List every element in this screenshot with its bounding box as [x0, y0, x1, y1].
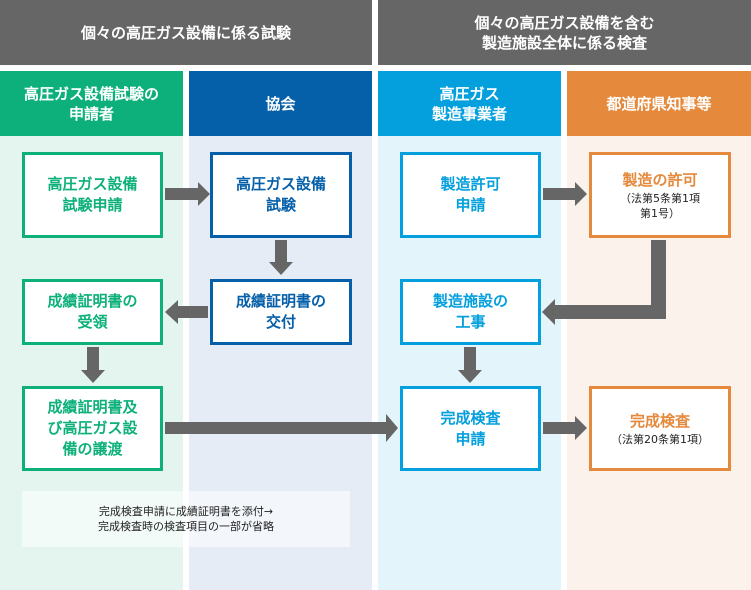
- note-box: 完成検査申請に成績証明書を添付→ 完成検査時の検査項目の一部が省略: [22, 491, 350, 547]
- box-completion-inspection-application: 完成検査 申請: [400, 386, 541, 471]
- box-equipment-test: 高圧ガス設備 試験: [210, 152, 352, 238]
- arrow-transfer-to-completion-application: [165, 414, 398, 442]
- box-title: 成績証明書の 交付: [235, 292, 326, 331]
- arrow-permit-to-construction: [542, 240, 666, 325]
- note-text: 完成検査申請に成績証明書を添付→ 完成検査時の検査項目の一部が省略: [98, 505, 274, 533]
- arrow-issue-to-receipt: [165, 300, 208, 324]
- box-subtitle: （法第5条第1項 第1号）: [620, 191, 700, 220]
- box-certificate-issue: 成績証明書の 交付: [210, 279, 352, 345]
- box-equipment-test-application: 高圧ガス設備 試験申請: [22, 152, 163, 238]
- top-header-facility-inspection: 個々の高圧ガス設備を含む 製造施設全体に係る検査: [378, 0, 751, 65]
- arrow-application-to-test: [165, 182, 210, 206]
- arrow-test-to-issue: [269, 240, 293, 275]
- box-certificate-receipt: 成績証明書の 受領: [22, 279, 163, 345]
- box-completion-inspection: 完成検査 （法第20条第1項）: [589, 386, 731, 471]
- column-header-manufacturer: 高圧ガス 製造事業者: [378, 71, 561, 136]
- box-subtitle: （法第20条第1項）: [611, 432, 709, 446]
- top-header-equipment-test: 個々の高圧ガス設備に係る試験: [0, 0, 372, 65]
- box-title: 成績証明書及 び高圧ガス設 備の譲渡: [47, 398, 138, 458]
- box-manufacturing-permit: 製造の許可 （法第5条第1項 第1号）: [589, 152, 731, 238]
- arrow-permit-application-to-permit: [543, 182, 587, 206]
- arrow-completion-application-to-inspection: [543, 416, 587, 440]
- box-title: 高圧ガス設備 試験申請: [47, 175, 138, 214]
- box-title: 完成検査 申請: [440, 408, 501, 448]
- column-header-governor: 都道府県知事等: [567, 71, 751, 136]
- box-title: 製造施設の 工事: [432, 292, 508, 331]
- box-manufacturing-permit-application: 製造許可 申請: [400, 152, 541, 238]
- column-header-applicant: 高圧ガス設備試験の 申請者: [0, 71, 183, 136]
- arrow-receipt-to-transfer: [81, 347, 105, 383]
- column-header-association: 協会: [189, 71, 372, 136]
- box-title: 製造の許可: [622, 170, 698, 189]
- box-certificate-transfer: 成績証明書及 び高圧ガス設 備の譲渡: [22, 386, 163, 471]
- box-facility-construction: 製造施設の 工事: [400, 279, 541, 345]
- box-title: 完成検査: [629, 411, 690, 430]
- box-title: 成績証明書の 受領: [47, 292, 138, 331]
- box-title: 高圧ガス設備 試験: [235, 175, 326, 214]
- arrow-construction-to-completion-application: [458, 347, 482, 383]
- box-title: 製造許可 申請: [440, 175, 501, 214]
